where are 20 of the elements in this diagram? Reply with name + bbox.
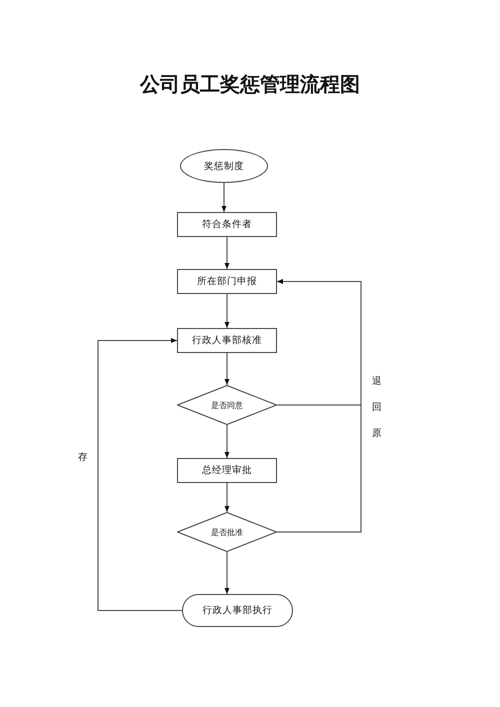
end-terminal: 行政人事部执行 — [182, 594, 293, 627]
decision-diamond: 是否同意 — [177, 385, 277, 425]
side-label: 存 — [78, 452, 88, 464]
arrow — [224, 236, 230, 270]
decision-diamond: 是否批准 — [177, 512, 277, 552]
arrow — [222, 182, 226, 212]
process-box: 行政人事部核准 — [177, 328, 277, 353]
side-label: 退回原 — [372, 375, 382, 441]
process-box: 所在部门申报 — [177, 269, 277, 294]
arrow — [224, 552, 230, 594]
arrow — [224, 294, 230, 328]
process-box: 总经理审批 — [177, 458, 277, 483]
process-box: 符合条件者 — [177, 212, 277, 237]
arrow — [224, 424, 230, 458]
arrow — [224, 482, 230, 512]
arrow — [276, 279, 362, 532]
title: 公司员工奖惩管理流程图 — [140, 71, 360, 98]
arrow — [224, 352, 230, 386]
start-oval: 奖惩制度 — [180, 149, 268, 183]
arrow — [98, 338, 182, 611]
